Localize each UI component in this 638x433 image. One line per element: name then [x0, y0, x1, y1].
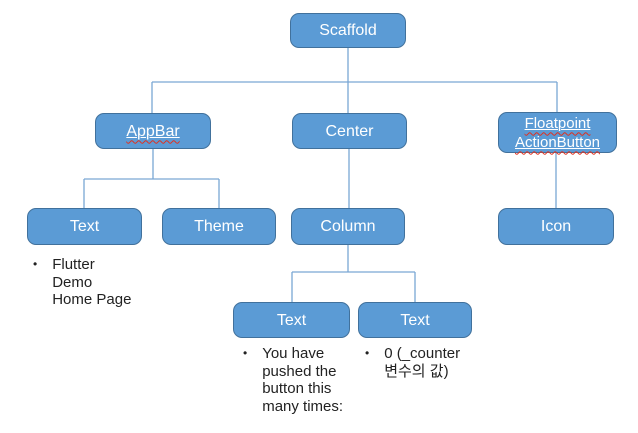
node-column-text-2: Text [358, 302, 472, 338]
node-center: Center [292, 113, 407, 149]
node-scaffold: Scaffold [290, 13, 406, 48]
node-appbar-text-label: Text [69, 218, 100, 235]
node-floating-action-button: Floatpoint ActionButton [498, 112, 617, 153]
node-fab-underline: Floatpoint ActionButton [515, 114, 600, 152]
node-column: Column [291, 208, 405, 245]
node-appbar-label: AppBar [126, 122, 180, 140]
bullet-icon: • [243, 346, 248, 360]
annotation-pushed-times-text: You have pushed the button this many tim… [262, 345, 344, 415]
node-column-text-2-label: Text [400, 311, 430, 329]
node-appbar-underline: AppBar [126, 122, 179, 141]
annotation-counter-value: • 0 (_counter 변수의 값) [363, 345, 483, 380]
node-icon: Icon [498, 208, 614, 245]
node-appbar: AppBar [95, 113, 211, 149]
annotation-flutter-demo-text: Flutter Demo Home Page [52, 256, 132, 308]
node-fab-label: Floatpoint ActionButton [514, 114, 601, 151]
bullet-icon: • [33, 257, 38, 271]
node-appbar-text: Text [27, 208, 142, 245]
node-scaffold-label: Scaffold [319, 22, 377, 39]
annotation-pushed-times: • You have pushed the button this many t… [241, 345, 361, 415]
node-column-label: Column [320, 218, 376, 235]
node-icon-label: Icon [540, 218, 572, 235]
bullet-icon: • [365, 346, 370, 360]
node-theme: Theme [162, 208, 276, 245]
annotation-flutter-demo: • Flutter Demo Home Page [31, 256, 171, 309]
node-center-label: Center [325, 122, 374, 140]
node-column-text-1-label: Text [276, 311, 307, 329]
node-theme-label: Theme [194, 218, 244, 235]
node-column-text-1: Text [233, 302, 350, 338]
annotation-counter-value-text: 0 (_counter 변수의 값) [384, 345, 461, 380]
